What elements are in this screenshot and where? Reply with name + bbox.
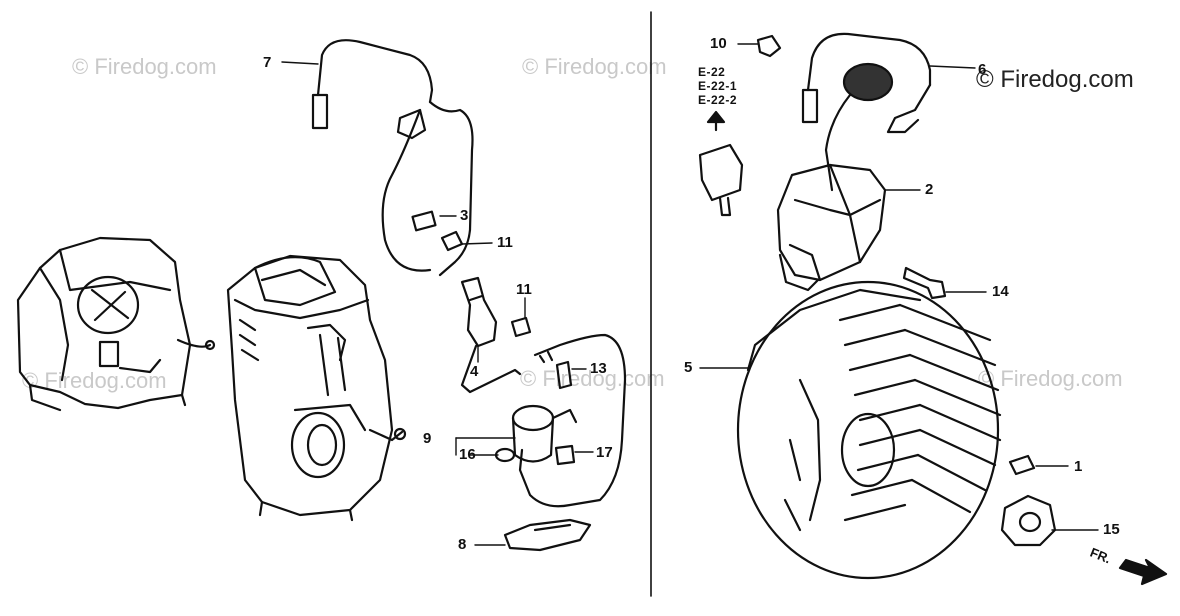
- callout-15: 15: [1103, 521, 1120, 538]
- bolt-drawing: [510, 316, 532, 338]
- reference-code: E-22: [698, 65, 726, 79]
- callout-1: 1: [1074, 458, 1083, 475]
- bolt-drawing: [440, 230, 464, 252]
- callout-7: 7: [263, 54, 272, 71]
- bolt-drawing: [902, 266, 947, 300]
- nut-drawing: [554, 444, 576, 466]
- callout-9: 9: [423, 430, 432, 447]
- ignition-cord-drawing: [311, 39, 474, 277]
- callout-10: 10: [710, 35, 727, 52]
- watermark: © Firedog.com: [520, 366, 665, 391]
- callout-11: 11: [497, 234, 513, 251]
- callout-2: 2: [925, 181, 934, 198]
- crankcase-drawing: [16, 236, 216, 412]
- watermark: © Firedog.com: [978, 366, 1123, 391]
- callout-17: 17: [596, 444, 613, 461]
- clip-drawing: [411, 210, 437, 232]
- callout-8: 8: [458, 536, 467, 553]
- ignition-cord-drawing: [801, 32, 932, 192]
- reference-code: E-22-1: [698, 79, 738, 93]
- coil-unit-drawing: [698, 143, 744, 217]
- key-drawing: [1008, 454, 1036, 476]
- plate-drawing: [503, 518, 592, 552]
- callout-13: 13: [590, 360, 607, 377]
- callout-14: 14: [992, 283, 1009, 300]
- flywheel-drawing: [736, 280, 1002, 580]
- ignition-coil-drawing: [776, 163, 887, 292]
- callout-4: 4: [470, 363, 479, 380]
- flywheel-nut-drawing: [1000, 494, 1057, 547]
- engine-block-drawing: [226, 254, 407, 522]
- watermark: © Firedog.com: [72, 54, 217, 79]
- clip-drawing: [756, 34, 782, 58]
- leader-lines: [281, 43, 1099, 546]
- reference-code: E-22-2: [698, 93, 738, 107]
- callout-3: 3: [460, 207, 469, 224]
- stop-switch-cord-drawing: [518, 333, 627, 508]
- bolt-drawing: [555, 360, 573, 390]
- bracket-drawing: [460, 276, 522, 394]
- front-direction-arrow: [1118, 558, 1168, 586]
- callout-6: 6: [978, 61, 987, 78]
- callout-11: 11: [516, 281, 532, 298]
- callout-16: 16: [459, 446, 476, 463]
- washer-drawing: [494, 447, 516, 463]
- watermark-prominent: © Firedog.com: [976, 66, 1134, 93]
- watermark: © Firedog.com: [522, 54, 667, 79]
- callout-5: 5: [684, 359, 693, 376]
